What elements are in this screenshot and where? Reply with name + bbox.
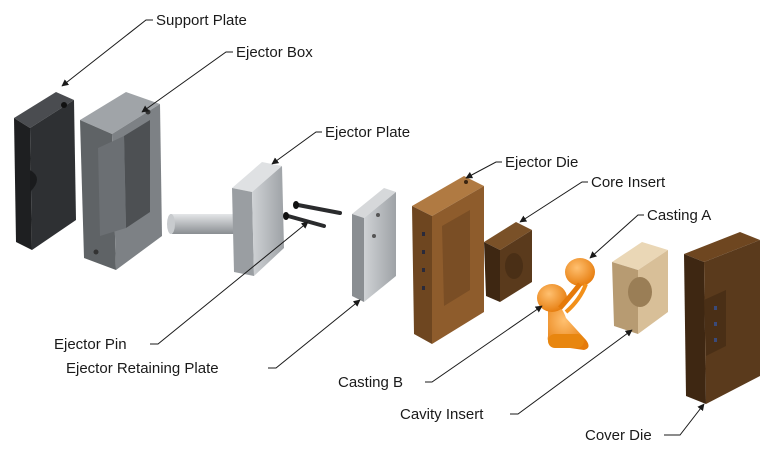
leader-lines bbox=[61, 19, 705, 436]
label-ejector-box: Ejector Box bbox=[236, 44, 313, 61]
ejector-box bbox=[80, 92, 162, 270]
cavity-insert bbox=[612, 242, 668, 334]
ejector-retaining-plate bbox=[352, 188, 396, 302]
label-ejector-die: Ejector Die bbox=[505, 154, 578, 171]
labels: Support Plate Ejector Box Ejector Plate … bbox=[54, 12, 711, 444]
casting-a-and-b bbox=[537, 258, 595, 350]
ejector-die bbox=[412, 176, 484, 344]
ejector-stem bbox=[167, 214, 236, 234]
core-insert bbox=[484, 222, 532, 302]
ejector-plate bbox=[232, 162, 284, 276]
label-cavity-insert: Cavity Insert bbox=[400, 406, 484, 423]
label-cover-die: Cover Die bbox=[585, 427, 652, 444]
ejector-pins bbox=[283, 201, 342, 228]
label-core-insert: Core Insert bbox=[591, 174, 666, 191]
label-support-plate: Support Plate bbox=[156, 12, 247, 29]
label-ejector-retaining-plate: Ejector Retaining Plate bbox=[66, 360, 219, 377]
label-ejector-pin: Ejector Pin bbox=[54, 336, 127, 353]
label-casting-a: Casting A bbox=[647, 207, 711, 224]
cover-die bbox=[684, 232, 760, 404]
label-ejector-plate: Ejector Plate bbox=[325, 124, 410, 141]
support-plate bbox=[14, 92, 76, 250]
label-casting-b: Casting B bbox=[338, 374, 403, 391]
